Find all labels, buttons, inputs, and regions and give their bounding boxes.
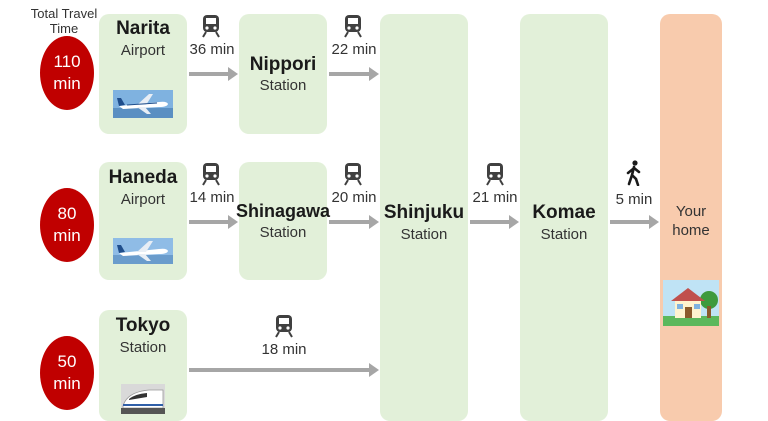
train-icon <box>201 162 221 186</box>
train-icon <box>274 314 294 338</box>
train-icon <box>485 162 505 186</box>
leg-narita-nippori-time: 36 min <box>189 41 235 58</box>
oval-value: 80 <box>57 204 77 223</box>
bullet-train-icon <box>121 384 165 414</box>
total-travel-time-header: Total Travel Time <box>18 6 110 36</box>
home-label-line-1: Your <box>675 203 707 220</box>
oval-unit: min <box>53 74 81 93</box>
arrow-narita-to-nippori <box>189 67 238 81</box>
time-oval-haneda: 80 min <box>40 188 94 262</box>
leg-haneda-shinagawa-time: 14 min <box>189 189 235 206</box>
arrow-haneda-to-shinagawa <box>189 215 238 229</box>
komae-station-box <box>520 14 608 421</box>
train-icon <box>201 14 221 38</box>
arrow-komae-to-home <box>610 215 659 229</box>
leg-tokyo-shinjuku-time: 18 min <box>261 341 307 358</box>
oval-value: 50 <box>57 352 77 371</box>
your-home-column <box>660 14 722 421</box>
shinagawa-station-box <box>239 162 327 280</box>
train-icon <box>343 14 363 38</box>
arrow-shinjuku-to-komae <box>470 215 519 229</box>
nippori-subtitle: Station <box>259 77 307 94</box>
arrow-shinagawa-to-shinjuku <box>329 215 379 229</box>
shinjuku-title: Shinjuku <box>383 202 465 223</box>
shinagawa-title: Shinagawa <box>235 201 331 221</box>
oval-value: 110 <box>53 52 81 71</box>
header-line-1: Total Travel <box>30 6 98 21</box>
train-icon <box>343 162 363 186</box>
time-oval-narita: 110 min <box>40 36 94 110</box>
arrow-nippori-to-shinjuku <box>329 67 379 81</box>
leg-shinjuku-komae-time: 21 min <box>472 189 518 206</box>
airplane-icon <box>113 90 173 118</box>
oval-unit: min <box>53 226 81 245</box>
komae-subtitle: Station <box>540 226 588 243</box>
home-label-line-2: home <box>672 222 710 239</box>
leg-shinagawa-shinjuku-time: 20 min <box>331 189 377 206</box>
tokyo-subtitle: Station <box>119 339 167 356</box>
komae-title: Komae <box>532 202 596 223</box>
haneda-subtitle: Airport <box>120 191 166 208</box>
airplane-icon <box>113 238 173 264</box>
shinagawa-subtitle: Station <box>259 224 307 241</box>
haneda-title: Haneda <box>108 167 178 188</box>
nippori-title: Nippori <box>249 54 317 75</box>
time-oval-tokyo: 50 min <box>40 336 94 410</box>
narita-subtitle: Airport <box>120 42 166 59</box>
narita-title: Narita <box>116 18 170 39</box>
shinjuku-station-box <box>380 14 468 421</box>
header-line-2: Time <box>49 21 79 36</box>
arrow-tokyo-to-shinjuku <box>189 363 379 377</box>
tokyo-title: Tokyo <box>115 315 171 336</box>
shinjuku-subtitle: Station <box>400 226 448 243</box>
walking-person-icon <box>625 160 643 186</box>
nippori-station-box <box>239 14 327 134</box>
house-icon <box>663 280 719 326</box>
oval-unit: min <box>53 374 81 393</box>
leg-nippori-shinjuku-time: 22 min <box>331 41 377 58</box>
leg-komae-home-time: 5 min <box>615 191 653 208</box>
